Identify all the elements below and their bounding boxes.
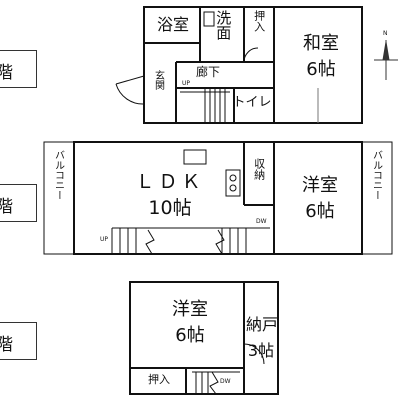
dw-mark-mid: DW: [256, 218, 267, 225]
dw-mark-low: DW: [220, 378, 231, 385]
western-room-low-size: 6帖: [175, 325, 205, 346]
up-mark-mid: UP: [100, 236, 109, 243]
storeroom-name: 納戸: [246, 315, 279, 334]
entrance-label: 玄関: [152, 70, 164, 90]
middle-floor-balconies: [43, 141, 393, 255]
hallway-label: 廊下: [196, 65, 221, 79]
ldk-name: ＬＤＫ: [135, 171, 205, 193]
washroom-label: 洗面: [214, 10, 233, 40]
lower-floor-details: [192, 343, 265, 395]
bath-label: 浴室: [156, 15, 189, 34]
upper-floor-details: [115, 11, 319, 123]
lower-floor-label-box: 階: [0, 322, 37, 360]
toilet-label: トイレ: [232, 95, 272, 110]
storage-label: 収納: [252, 158, 266, 180]
western-room-mid-name: 洋室: [302, 175, 338, 196]
closet-bottom-label: 押入: [148, 373, 170, 386]
balcony-right-label: バルコニー: [370, 150, 382, 200]
ldk-size: 10帖: [148, 197, 192, 219]
north-compass: [374, 40, 398, 80]
storeroom-size: 3帖: [247, 341, 275, 360]
middle-floor-label-box: 階: [0, 184, 37, 222]
lower-floor-walls: [129, 281, 279, 395]
up-mark-top: UP: [182, 80, 191, 87]
western-room-mid-size: 6帖: [305, 201, 335, 222]
balcony-left-label: バルコニー: [52, 150, 64, 200]
japanese-room-size: 6帖: [306, 59, 336, 80]
upper-floor-label: 階: [0, 63, 13, 83]
middle-floor-details: [111, 149, 270, 255]
north-mark: N: [383, 30, 388, 37]
middle-floor-label: 階: [0, 197, 13, 217]
upper-floor-walls: [143, 6, 363, 124]
japanese-room-name: 和室: [303, 33, 339, 54]
lower-floor-label: 階: [0, 335, 13, 355]
upper-floor-label-box: 階: [0, 50, 37, 88]
closet-top-label: 押入: [252, 10, 266, 32]
western-room-low-name: 洋室: [172, 299, 208, 320]
